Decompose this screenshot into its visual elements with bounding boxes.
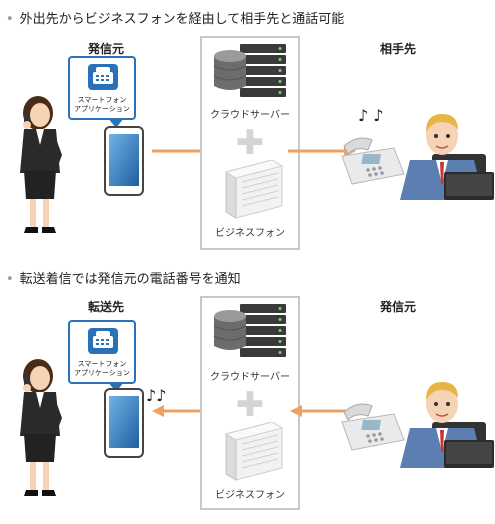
- app-caption-line1: スマートフォン: [77, 96, 127, 104]
- app-caption: スマートフォン アプリケーション: [70, 360, 134, 378]
- app-caption-line1: スマートフォン: [77, 360, 127, 368]
- business-phone-label: ビジネスフォン: [215, 490, 285, 501]
- woman-caller-figure: [20, 96, 62, 233]
- man-caller-figure: [399, 381, 495, 469]
- plus-icon: ✚: [235, 385, 265, 425]
- ringing-music-note-icon: ♪♪: [146, 386, 167, 405]
- smartphone-app-callout: スマートフォン アプリケーション: [68, 320, 136, 384]
- phone-app-icon: [88, 328, 118, 354]
- phone-app-icon: [88, 64, 118, 90]
- section2-bullet: • 転送着信では発信元の電話番号を通知: [6, 268, 241, 287]
- smartphone-icon: [104, 388, 144, 458]
- callout-pointer: [108, 118, 124, 128]
- cloud-server-label: クラウドサーバー: [210, 372, 290, 383]
- callout-pointer: [108, 382, 124, 392]
- smartphone-app-callout: スマートフォン アプリケーション: [68, 56, 136, 120]
- recipient-label: 相手先: [380, 42, 417, 56]
- business-phone-unit-icon: [225, 422, 283, 481]
- cloud-server-label: クラウドサーバー: [210, 110, 290, 121]
- app-caption-line2: アプリケーション: [74, 105, 130, 113]
- section2-heading: 転送着信では発信元の電話番号を通知: [19, 272, 241, 287]
- bullet-dot: •: [6, 12, 14, 27]
- section1-bullet: • 外出先からビジネスフォンを経由して相手先と通話可能: [6, 8, 344, 27]
- smartphone-icon: [104, 126, 144, 196]
- transfer-dest-label: 転送先: [88, 300, 125, 314]
- plus-icon: ✚: [235, 123, 265, 163]
- caller-label: 発信元: [88, 42, 125, 56]
- woman-transfer-figure: [20, 359, 62, 496]
- business-phone-unit-icon: [225, 160, 283, 219]
- app-caption-line2: アプリケーション: [74, 369, 130, 377]
- origin-caller-label: 発信元: [380, 300, 417, 314]
- cloud-server-icon: [213, 44, 287, 98]
- business-phone-label: ビジネスフォン: [215, 228, 285, 239]
- bullet-dot: •: [6, 272, 14, 287]
- ringing-music-note-icon: ♪ ♪: [358, 106, 384, 125]
- section1-heading: 外出先からビジネスフォンを経由して相手先と通話可能: [19, 12, 345, 27]
- app-caption: スマートフォン アプリケーション: [70, 96, 134, 114]
- cloud-server-icon: [213, 304, 287, 358]
- man-recipient-figure: [399, 113, 495, 201]
